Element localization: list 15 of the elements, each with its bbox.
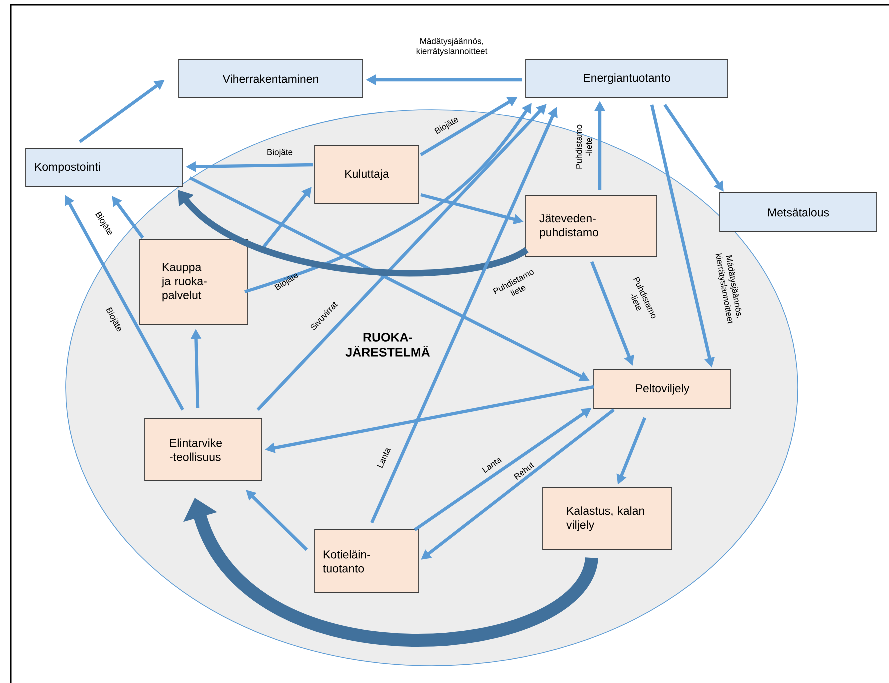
process-box: Kalastus, kalan viljely [542, 488, 672, 550]
edge-label: Mädätysjäännös, kierrätyslannoitteet [416, 38, 488, 56]
process-box: Kotieläin-tuotanto [314, 530, 420, 594]
process-box: Peltoviljely [594, 370, 732, 410]
process-box: Kauppa ja ruoka-palvelut [140, 240, 248, 326]
process-box: Energiantuotanto [526, 60, 728, 98]
process-box: Viherrakentaminen [178, 60, 364, 98]
edge-label: Puhdistamo -liete [576, 124, 592, 169]
edge-label: Biojäte [268, 149, 293, 157]
process-box: Kuluttaja [314, 146, 420, 204]
edge-label: Lanta [377, 448, 391, 468]
process-box: Metsätalous [720, 192, 878, 232]
process-box: Jäteveden-puhdistamo [526, 196, 658, 258]
process-box: Kompostointi [26, 148, 184, 188]
process-box: Elintarvike -teollisuus [144, 418, 262, 482]
